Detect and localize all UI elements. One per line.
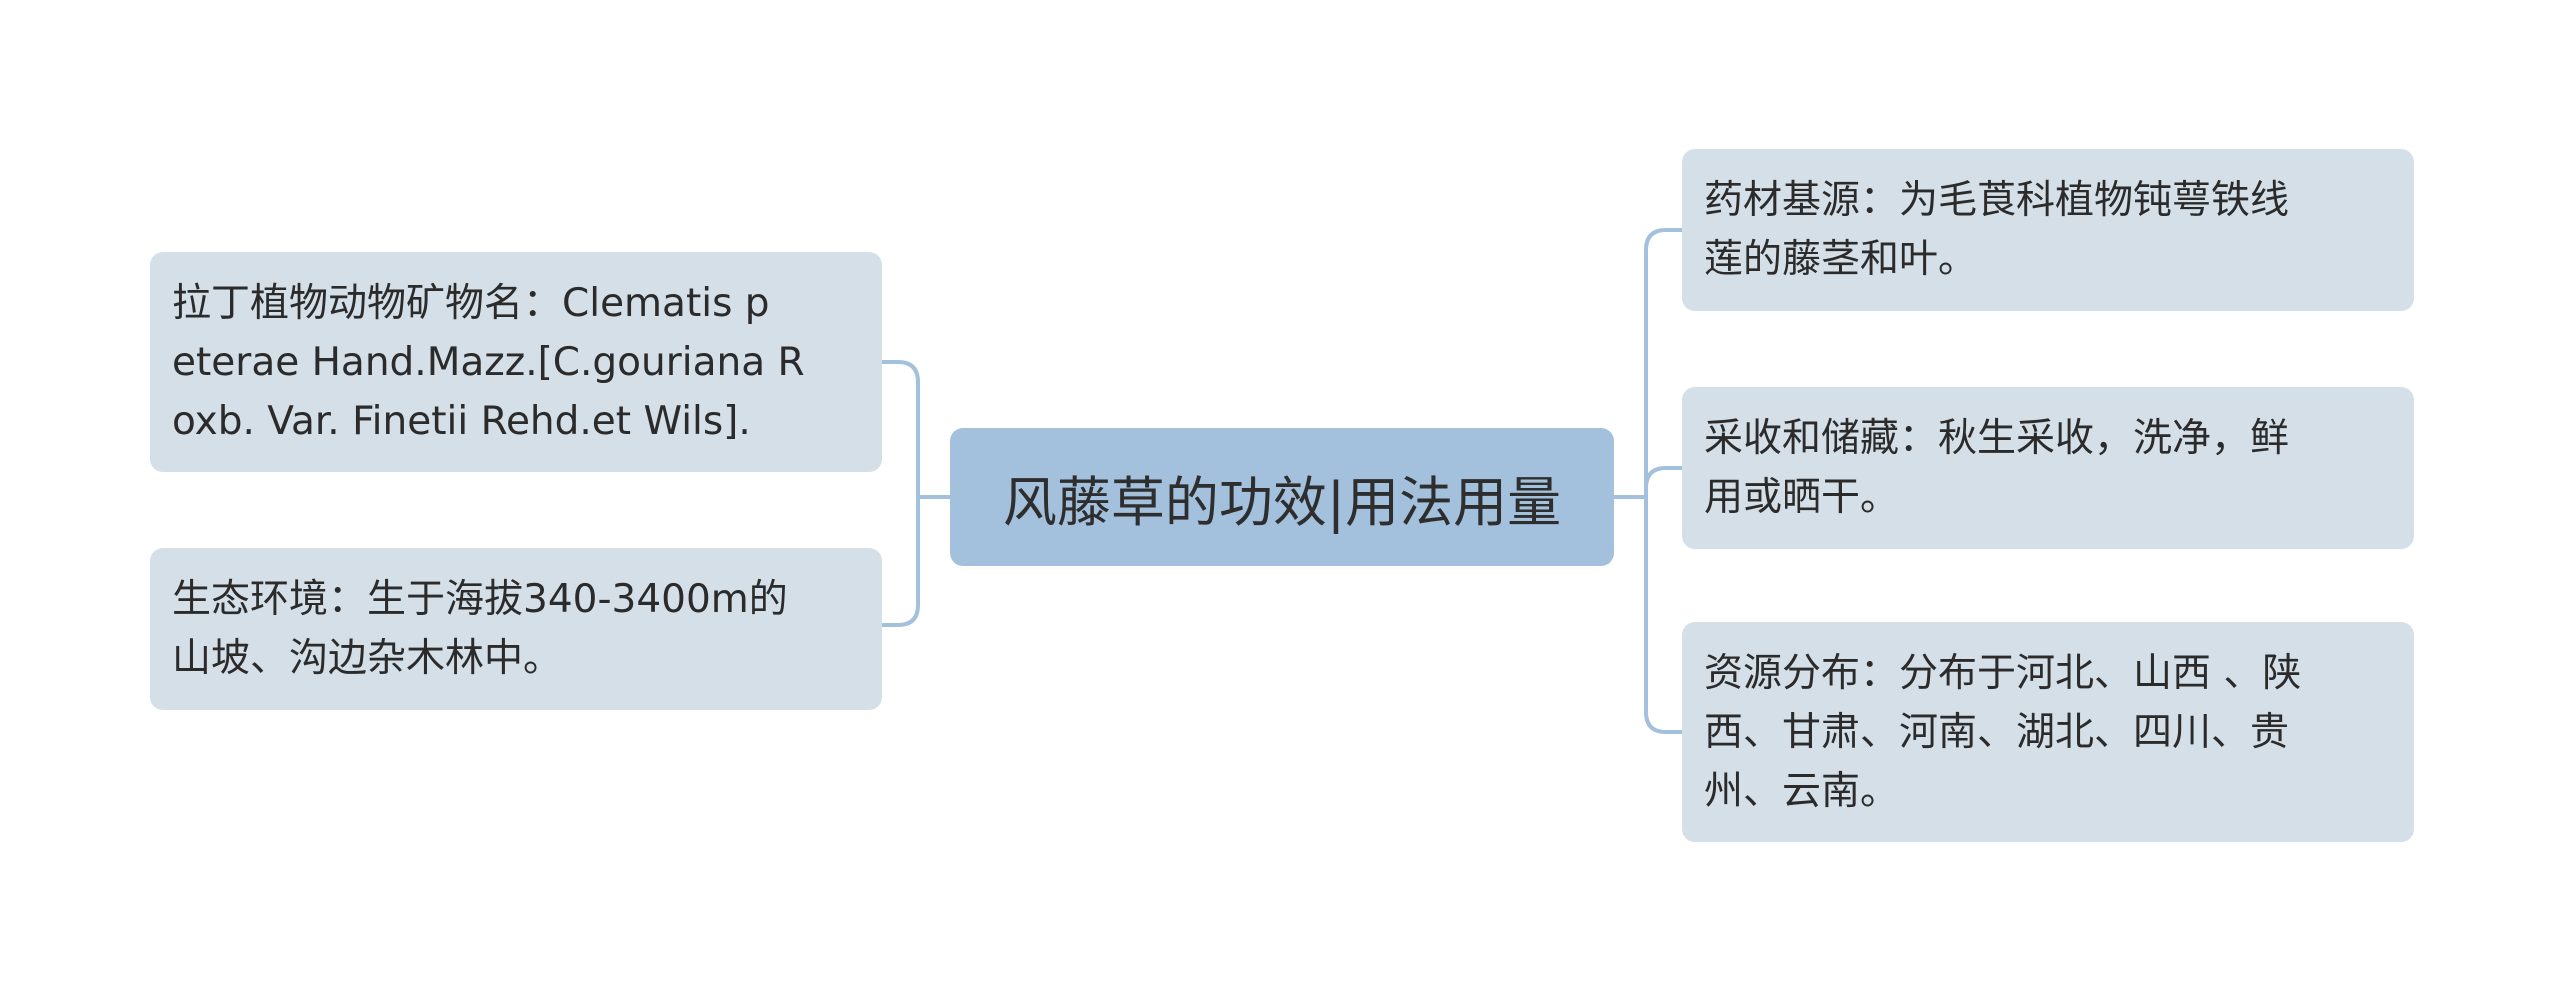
topic-line: 山坡、沟边杂木林中。 xyxy=(172,636,563,681)
topic-line: eterae Hand.Mazz.[C.gouriana R xyxy=(172,340,805,385)
connector-left-1 xyxy=(882,360,920,497)
left-topic-latin-name[interactable]: 拉丁植物动物矿物名：Clematis p eterae Hand.Mazz.[C… xyxy=(150,252,882,472)
topic-line: 莲的藤茎和叶。 xyxy=(1704,237,1978,282)
connector-right-1 xyxy=(1644,228,1682,497)
topic-line: 生态环境：生于海拔340-3400m的 xyxy=(172,577,788,622)
topic-line: 药材基源：为毛莨科植物钝萼铁线 xyxy=(1704,178,2290,223)
connector-right-2 xyxy=(1644,466,1682,497)
root-topic-label: 风藤草的功效|用法用量 xyxy=(1002,470,1562,534)
left-topic-habitat[interactable]: 生态环境：生于海拔340-3400m的 山坡、沟边杂木林中。 xyxy=(150,548,882,710)
connector-left-2 xyxy=(882,497,920,627)
root-topic[interactable]: 风藤草的功效|用法用量 xyxy=(950,428,1614,566)
topic-line: 西、甘肃、河南、湖北、四川、贵 xyxy=(1704,710,2290,755)
topic-line: 资源分布：分布于河北、山西 、陕 xyxy=(1704,651,2302,696)
topic-line: oxb. Var. Finetii Rehd.et Wils]. xyxy=(172,399,751,444)
topic-line: 用或晒干。 xyxy=(1704,475,1900,520)
right-topic-distribution[interactable]: 资源分布：分布于河北、山西 、陕 西、甘肃、河南、湖北、四川、贵 州、云南。 xyxy=(1682,622,2414,842)
topic-line: 拉丁植物动物矿物名：Clematis p xyxy=(172,281,770,326)
topic-line: 州、云南。 xyxy=(1704,769,1900,814)
connector-right-3 xyxy=(1644,497,1682,734)
right-topic-harvest[interactable]: 采收和储藏：秋生采收，洗净，鲜 用或晒干。 xyxy=(1682,387,2414,549)
right-topic-source[interactable]: 药材基源：为毛莨科植物钝萼铁线 莲的藤茎和叶。 xyxy=(1682,149,2414,311)
topic-line: 采收和储藏：秋生采收，洗净，鲜 xyxy=(1704,416,2290,461)
